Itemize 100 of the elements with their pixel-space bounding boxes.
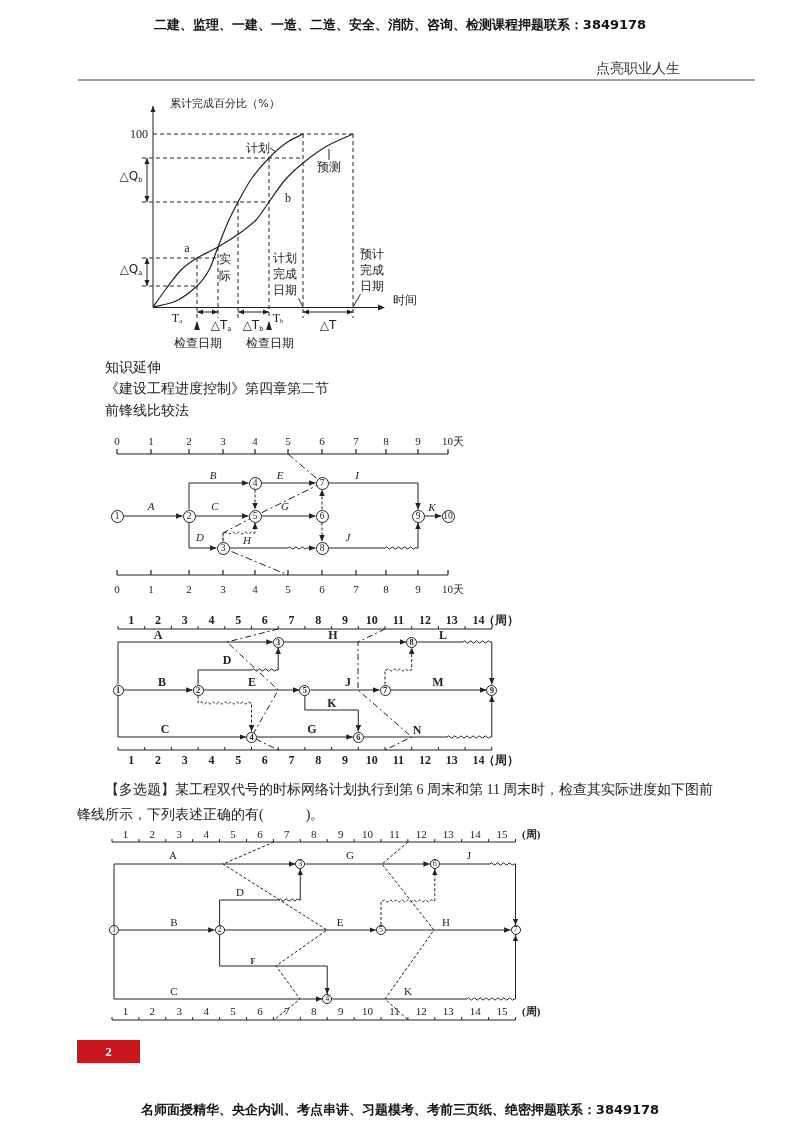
edge-label: C <box>170 985 178 999</box>
page-number: 2 <box>77 1040 140 1063</box>
event-node: 1 <box>112 684 124 696</box>
dimension-label: △Q$_{b}$ <box>119 169 143 185</box>
axis-tick-label: 100 <box>130 126 148 142</box>
section-heading: 知识延伸 <box>105 359 161 377</box>
scale-label: 9 <box>415 435 421 449</box>
scale-label: 15 <box>496 828 508 842</box>
dashed-arrow <box>222 522 258 542</box>
edge-label: G <box>346 849 354 863</box>
scale-label: 13 <box>442 828 454 842</box>
scale-label: 11 <box>392 752 404 768</box>
scale-label: 5 <box>235 752 242 768</box>
curve-point-label: a <box>184 240 190 256</box>
dimension-label: △T <box>319 317 337 333</box>
scale-label: 14 <box>472 752 485 768</box>
scale-label: 0 <box>114 583 120 597</box>
scale-label: 2 <box>155 612 162 628</box>
arrow <box>118 927 216 933</box>
arrow <box>331 934 519 1001</box>
scale-label: 6 <box>261 752 268 768</box>
scale-label: 1 <box>148 435 154 449</box>
scale-label: 5 <box>285 435 291 449</box>
dashed-arrow <box>380 868 438 926</box>
event-node: 3 <box>272 636 284 648</box>
scale-label: 14 <box>469 1005 481 1019</box>
edge-label: A <box>147 500 155 514</box>
axis-title: 累计完成百分比（%） <box>170 97 280 111</box>
arrow <box>197 647 281 685</box>
event-node: 6 <box>352 731 364 743</box>
edge-label: L <box>439 627 447 643</box>
scale-label: 10 <box>365 612 378 628</box>
curve-point-label: b <box>285 190 291 206</box>
scale-label: 7 <box>288 752 295 768</box>
scale-label: 2 <box>186 435 192 449</box>
scale-label: 8 <box>315 612 322 628</box>
section-heading: 前锋线比较法 <box>105 402 189 420</box>
scale-label: 6 <box>257 1005 263 1019</box>
scale-label: 2 <box>186 583 192 597</box>
arrow <box>309 687 380 693</box>
scale-label: 8 <box>311 828 317 842</box>
edge-label: C <box>160 721 170 737</box>
edge-label: H <box>243 534 251 548</box>
arrow <box>328 482 421 510</box>
scale-label: 1 <box>148 583 154 597</box>
arrow <box>203 687 300 693</box>
edge-label: B <box>209 469 217 483</box>
scale-label: 3 <box>181 752 188 768</box>
edge-label: J <box>345 674 351 690</box>
scale-label: 1 <box>128 612 135 628</box>
dashed-arrow <box>197 695 255 732</box>
scale-label: 7 <box>288 612 295 628</box>
event-node: 3 <box>295 859 306 869</box>
edge-label: E <box>336 916 344 930</box>
scale-label: 10天 <box>442 435 464 449</box>
dashed-arrow <box>319 489 325 510</box>
dashed-arrow <box>384 647 415 685</box>
arrow <box>188 522 217 551</box>
scale-label: 8 <box>311 1005 317 1019</box>
edge-label: J <box>345 531 351 545</box>
arrow <box>123 687 194 693</box>
arrow <box>195 513 249 519</box>
event-node: 2 <box>182 509 196 523</box>
edge-label: D <box>236 886 244 900</box>
scale-label: 8 <box>383 583 389 597</box>
event-node: 1 <box>110 509 124 523</box>
edge-label: M <box>432 674 444 690</box>
scale-label: 12 <box>419 612 432 628</box>
edge-label: K <box>327 695 337 711</box>
scale-label: 4 <box>208 612 215 628</box>
event-node: 9 <box>411 509 425 523</box>
arrow <box>256 734 354 740</box>
scale-label: 1 <box>122 828 129 842</box>
scale-label: 7 <box>284 1005 290 1019</box>
edge-label: G <box>281 500 289 514</box>
scale-label: 1 <box>122 1005 129 1019</box>
reference-text: 《建设工程进度控制》第四章第二节 <box>105 380 329 398</box>
scale-label: 5 <box>235 612 242 628</box>
scale-label: 13 <box>445 612 458 628</box>
event-node: 7 <box>510 925 521 935</box>
scale-label: 2 <box>149 828 156 842</box>
edge-label: D <box>222 652 232 668</box>
scale-label: 12 <box>415 828 427 842</box>
arrow <box>224 927 377 933</box>
scale-label: 5 <box>230 828 236 842</box>
scale-label: 13 <box>442 1005 454 1019</box>
arrow <box>439 862 519 926</box>
scale-label: 8 <box>315 752 322 768</box>
date-label: 预计完成日期 <box>360 245 386 295</box>
arrow <box>117 639 274 685</box>
edge-label: J <box>466 849 472 863</box>
scale-label: 4 <box>252 583 258 597</box>
scale-label: 11 <box>389 828 400 842</box>
scale-label: 6 <box>261 612 268 628</box>
event-node: 4 <box>322 994 333 1004</box>
event-node: 6 <box>315 509 329 523</box>
arrow <box>261 480 316 486</box>
event-node: 6 <box>429 859 440 869</box>
edge-label: H <box>328 627 338 643</box>
edge-label: F <box>250 957 256 967</box>
